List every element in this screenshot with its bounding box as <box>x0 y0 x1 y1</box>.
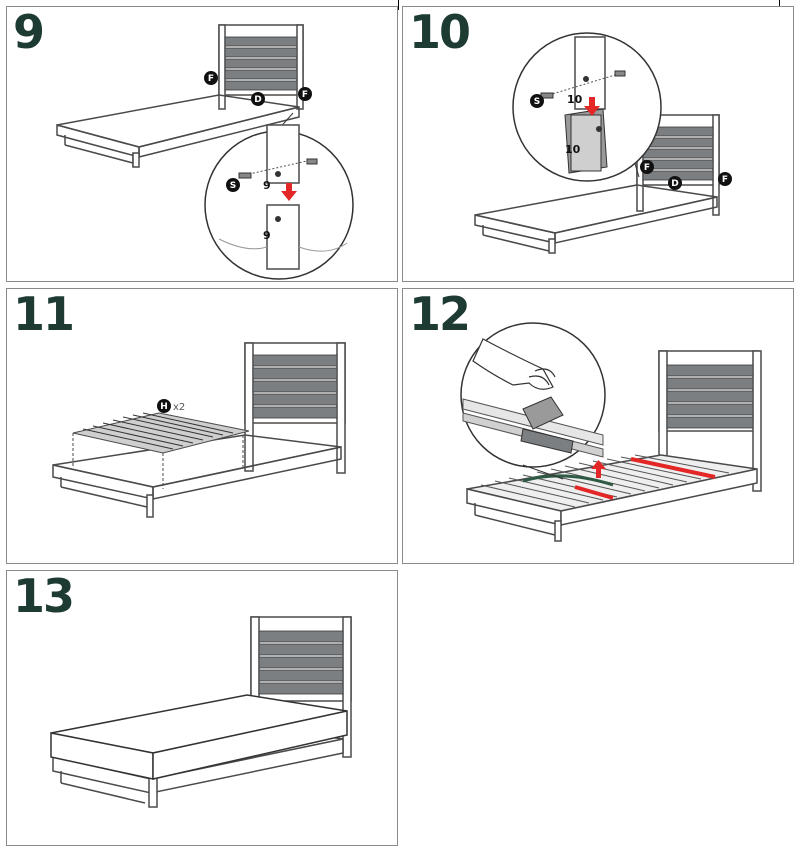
svg-text:H: H <box>160 402 168 412</box>
adhesive-strips <box>522 457 716 500</box>
zoom-detail: 10 10 S <box>512 32 662 182</box>
callout-f-left: F <box>204 71 218 85</box>
headboard <box>636 114 720 216</box>
svg-text:S: S <box>230 181 236 191</box>
callout-f-right: F <box>298 87 312 101</box>
step-12-panel: 12 <box>402 288 794 564</box>
down-arrow-icon <box>281 183 297 201</box>
headboard <box>218 24 304 110</box>
svg-text:9: 9 <box>263 229 271 242</box>
svg-text:10: 10 <box>565 143 581 156</box>
step-11-panel: 11 <box>6 288 398 564</box>
screw-icon <box>238 158 318 179</box>
step-number: 11 <box>13 288 75 341</box>
svg-text:F: F <box>302 90 308 100</box>
mattress <box>50 694 348 780</box>
zoom-detail <box>460 322 606 480</box>
svg-text:F: F <box>208 74 214 84</box>
callout-f-right: F <box>718 172 732 186</box>
callout-h: H x2 <box>157 399 185 413</box>
down-arrow-icon <box>584 97 600 116</box>
svg-text:D: D <box>671 179 678 189</box>
svg-text:F: F <box>722 175 728 185</box>
zoom-detail: 9 9 S <box>204 112 354 280</box>
step-9-panel: 9 F <box>6 6 398 282</box>
crop-mark <box>398 0 419 10</box>
step-9-illustration: F D F 9 9 <box>56 24 354 280</box>
step-11-illustration: H x2 <box>52 342 346 518</box>
headboard <box>658 350 762 492</box>
step-13-panel: 13 <box>6 570 398 846</box>
bed-frame <box>474 184 718 254</box>
step-number: 10 <box>409 6 471 59</box>
svg-text:F: F <box>644 163 650 173</box>
step-10-panel: 10 F D <box>402 6 794 282</box>
headboard <box>250 616 352 758</box>
step-13-illustration <box>50 616 352 808</box>
step-number: 13 <box>13 570 75 623</box>
callout-f-left: F <box>640 160 654 174</box>
up-arrow-icon <box>591 460 606 478</box>
svg-text:D: D <box>254 95 261 105</box>
svg-text:10: 10 <box>567 93 583 106</box>
step-12-illustration <box>460 322 762 542</box>
step-number: 12 <box>409 288 471 341</box>
hand-icon <box>472 338 556 390</box>
quantity-label: x2 <box>173 402 185 413</box>
headboard <box>244 342 346 474</box>
step-10-illustration: F D F 10 10 <box>474 32 732 254</box>
slat-roll <box>72 412 250 489</box>
bed-frame <box>52 434 342 518</box>
svg-text:9: 9 <box>263 179 271 192</box>
crop-mark <box>778 0 780 10</box>
callout-d: D <box>251 92 265 106</box>
callout-d: D <box>668 176 682 190</box>
bed-frame <box>56 94 300 168</box>
svg-text:S: S <box>534 97 540 107</box>
step-number: 9 <box>13 6 45 59</box>
